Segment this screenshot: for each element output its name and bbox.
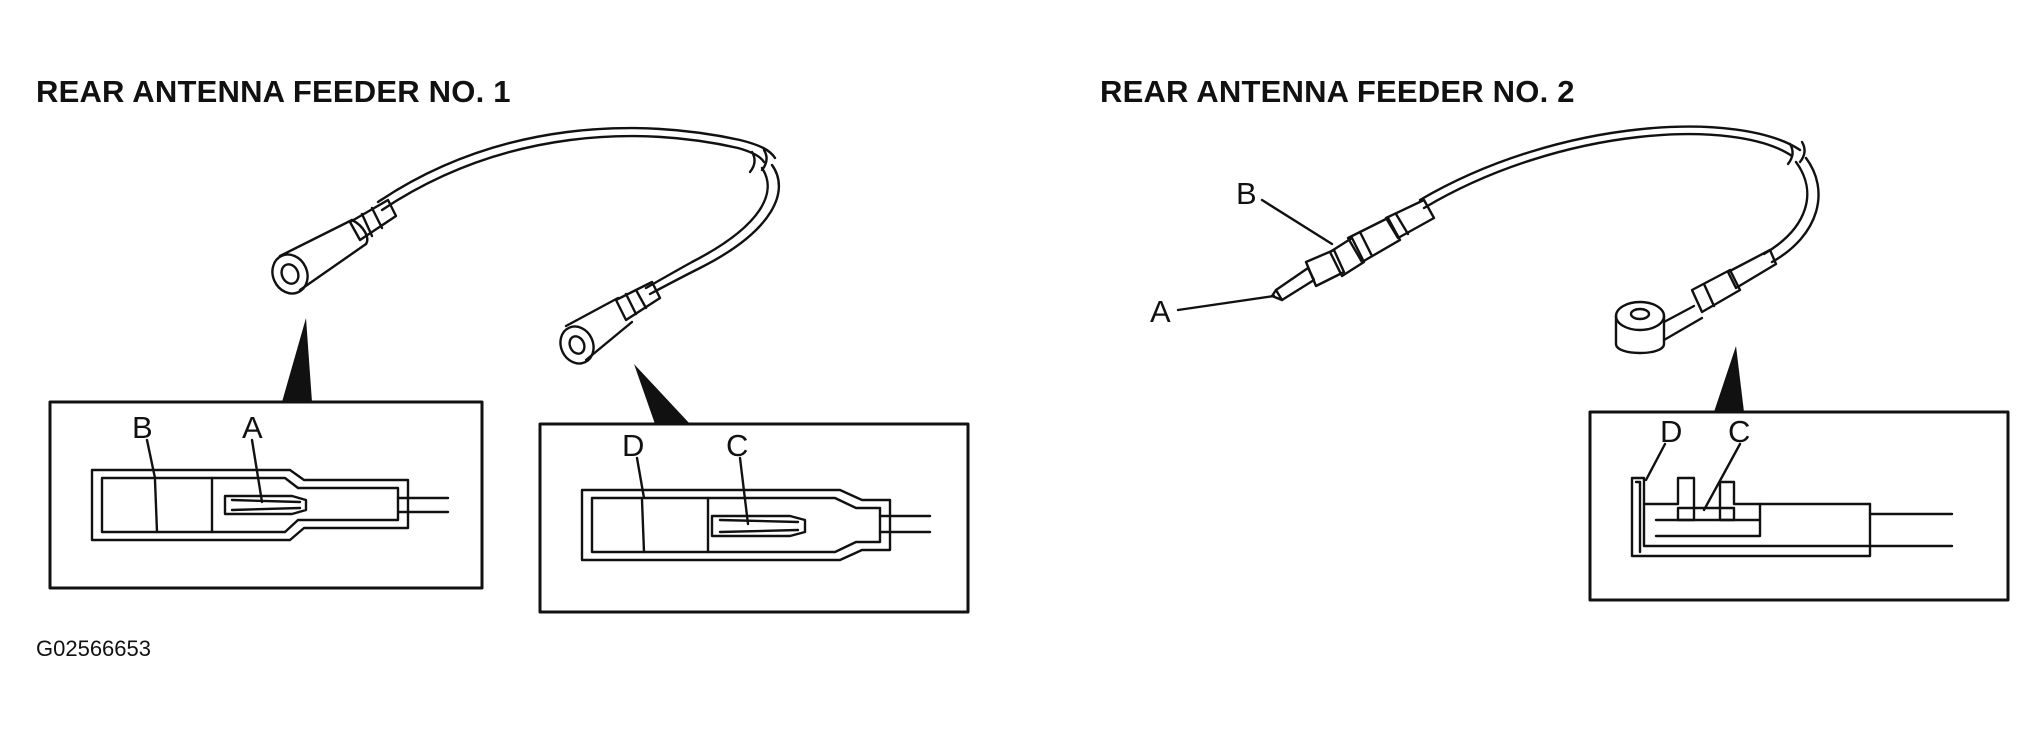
feeder-1-label-a: A <box>242 410 263 445</box>
feeder-2-callout-wedge <box>1714 346 1744 412</box>
feeder-2-detail <box>1588 410 2010 602</box>
feeder-2-cable <box>1418 125 1820 264</box>
feeder-2-right-angle-connector <box>1614 248 1778 355</box>
feeder-1-detail-right <box>538 422 970 614</box>
feeder-2-leader-c <box>1702 442 1742 512</box>
feeder-1-detail-left <box>48 400 484 590</box>
feeder-2-plug-connector <box>1270 198 1436 302</box>
feeder-2-label-c: C <box>1728 414 1750 449</box>
feeder-1-label-d: D <box>622 428 644 463</box>
feeder-1-cable <box>376 126 781 296</box>
feeder-1-left-connector <box>271 198 398 295</box>
feeder-1-left-callout-wedge <box>282 318 312 402</box>
feeder-1-right-connector <box>559 280 662 365</box>
feeder-2-label-a: A <box>1150 294 1171 329</box>
feeder-2-leader-d <box>1644 442 1667 482</box>
feeder-1-label-b: B <box>132 410 153 445</box>
feeder-1-right-callout-wedge <box>634 364 690 424</box>
feeder-1-leader-c <box>738 456 750 526</box>
feeder-2-label-d: D <box>1660 414 1682 449</box>
feeder-2-leader-a <box>1176 294 1276 312</box>
figure-code: G02566653 <box>36 636 151 661</box>
feeder-1-leader-a <box>250 438 264 504</box>
feeder-2-title: REAR ANTENNA FEEDER NO. 2 <box>1100 74 1575 109</box>
feeder-2-label-b: B <box>1236 176 1257 211</box>
feeder-1-leader-d <box>635 456 646 500</box>
feeder-2-leader-b <box>1260 198 1334 246</box>
feeder-1-title: REAR ANTENNA FEEDER NO. 1 <box>36 74 511 109</box>
feeder-1-label-c: C <box>726 428 748 463</box>
feeder-1-leader-b <box>145 438 157 480</box>
